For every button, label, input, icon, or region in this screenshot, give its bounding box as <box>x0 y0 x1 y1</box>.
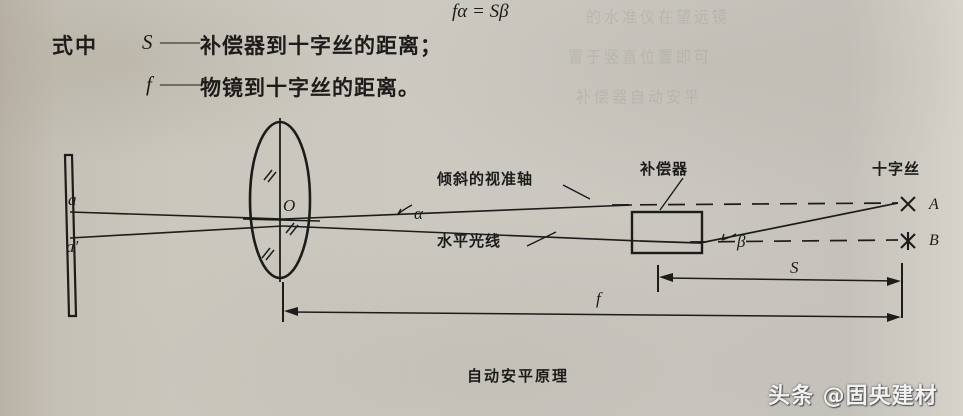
dimension-line-s <box>657 263 903 318</box>
inclined-sight-ray <box>282 204 633 220</box>
label-angle-alpha: α <box>414 204 423 223</box>
label-point-b: B <box>929 232 939 249</box>
label-staff-lower: a' <box>66 237 79 256</box>
objective-lens-icon <box>248 118 312 282</box>
legend-dash-s: —— <box>160 29 200 53</box>
label-distance-f: f <box>596 289 601 308</box>
legend-symbol-f: f <box>146 72 152 96</box>
label-horizontal-ray: 水平光线 <box>437 232 502 250</box>
legend-symbol-s: S <box>142 30 153 54</box>
dashed-reference-lower <box>689 239 899 243</box>
label-staff-upper: a <box>68 190 77 209</box>
formula-falpha-sbeta: fα = Sβ <box>452 1 509 22</box>
label-angle-beta: β <box>737 232 746 251</box>
label-crosshair: 十字丝 <box>872 160 921 178</box>
inclined-axis-leader-line <box>562 184 591 200</box>
bleed-through-line-1: 的水准仪在望远镜 <box>586 7 731 27</box>
label-distance-s: S <box>790 258 799 277</box>
legend-definition-f: 物镜到十字丝的距离。 <box>200 76 420 100</box>
dimension-line-f <box>282 282 901 322</box>
bleed-through-line-3: 补偿器自动安平 <box>576 87 703 107</box>
compensator-box-icon <box>630 210 704 255</box>
compensator-leader-line <box>659 177 684 211</box>
label-point-a: A <box>929 196 939 213</box>
angle-alpha-marker <box>397 204 413 215</box>
horizontal-ray-leader-line <box>526 231 557 247</box>
label-lens-center: O <box>283 196 296 215</box>
label-inclined-axis: 倾斜的视准轴 <box>437 170 534 188</box>
crosshair-mark-b <box>900 232 916 250</box>
legend-dash-f: —— <box>160 71 200 95</box>
figure-caption: 自动安平原理 <box>467 367 570 385</box>
angle-beta-marker <box>721 233 737 241</box>
crosshair-mark-a <box>900 196 916 212</box>
bleed-through-line-2: 置于竖直位置即可 <box>568 47 713 67</box>
leveling-staff-icon <box>63 153 78 318</box>
legend-intro: 式中 <box>52 34 98 58</box>
legend-definition-s: 补偿器到十字丝的距离； <box>200 34 442 58</box>
dashed-reference-upper <box>611 202 899 206</box>
label-compensator: 补偿器 <box>640 160 689 178</box>
compensated-ray <box>639 202 899 244</box>
watermark: 头条 @固央建材 <box>768 384 938 409</box>
